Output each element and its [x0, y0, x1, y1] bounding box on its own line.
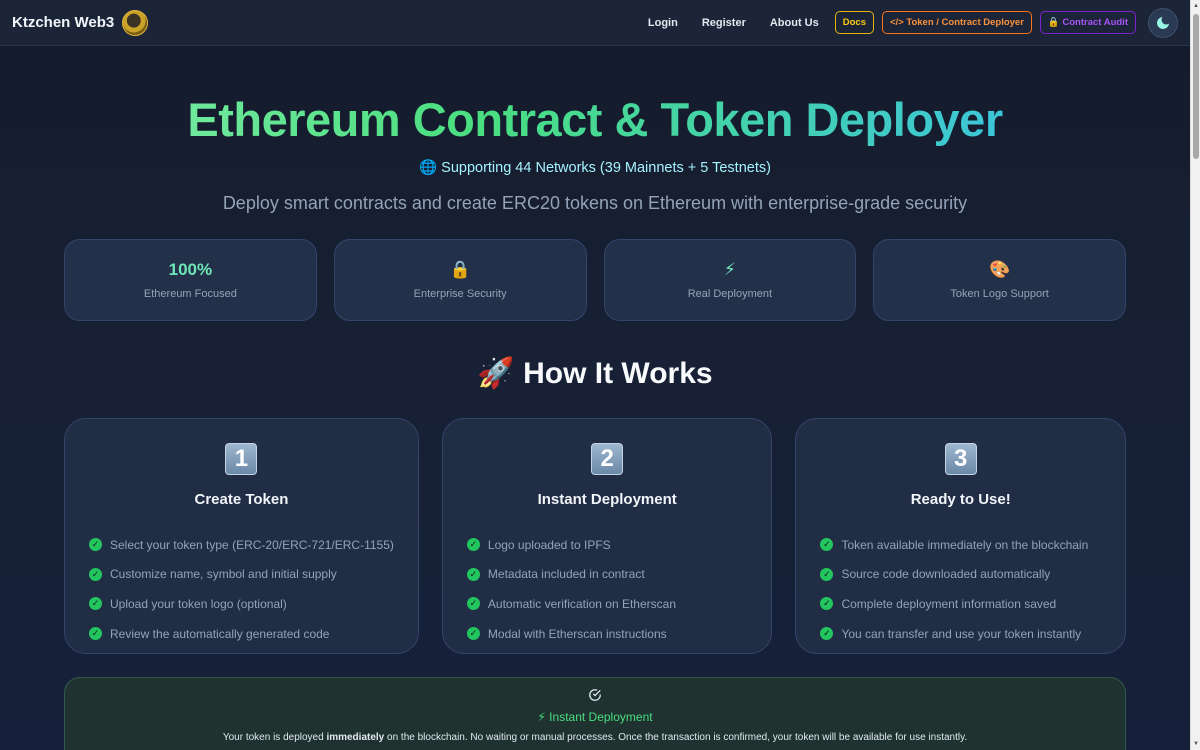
stat-label: Token Logo Support [950, 288, 1049, 300]
step-list: ✓ Logo uploaded to IPFS ✓ Metadata include… [466, 530, 748, 649]
check-circle-icon: ✓ [89, 597, 102, 611]
list-item: ✓ Upload your token logo (optional) [89, 589, 394, 619]
hero-subtitle: Deploy smart contracts and create ERC20 … [222, 193, 968, 213]
list-item-text: Automatic verification on Etherscan [487, 596, 676, 611]
list-item: ✓ Customize name, symbol and initial supp… [89, 560, 394, 590]
stat-label: Real Deployment [687, 288, 773, 300]
register-link[interactable]: Register [701, 16, 746, 29]
token-contract-deployer-button[interactable]: </> Token / Contract Deployer [881, 11, 1032, 34]
scrollbar-thumb[interactable] [1193, 14, 1199, 159]
list-item-text: Upload your token logo (optional) [110, 596, 287, 611]
notice-text: Your token is deployed immediately on th… [65, 732, 1125, 743]
list-item: ✓ Source code downloaded automatically [820, 560, 1101, 590]
list-item-text: Token available immediately on the block… [841, 537, 1089, 552]
check-circle-icon: ✓ [820, 597, 834, 611]
docs-button[interactable]: Docs [834, 11, 874, 34]
list-item-text: Complete deployment information saved [841, 596, 1057, 611]
notice-text-bold: immediately [326, 732, 385, 743]
step-title: Create Token [194, 491, 289, 508]
check-circle-icon: ✓ [820, 538, 834, 552]
step-title: Ready to Use! [910, 491, 1011, 508]
stat-card-token-logo-support: 🎨 Token Logo Support [873, 239, 1126, 321]
nav-links: Login Register About Us Docs </> Token /… [640, 11, 1136, 34]
keycap-three-icon: 3 [944, 443, 977, 475]
notice-title: ⚡ Instant Deployment [537, 710, 653, 724]
step-list: ✓ Token available immediately on the bloc… [820, 530, 1101, 648]
list-item: ✓ Automatic verification on Etherscan [466, 589, 748, 619]
page-title: Ethereum Contract & Token Deployer [0, 92, 1190, 147]
notice-text-end: on the blockchain. No waiting or manual … [384, 732, 968, 743]
step-title: Instant Deployment [537, 491, 677, 508]
list-item: ✓ Metadata included in contract [466, 560, 748, 590]
list-item-text: Customize name, symbol and initial suppl… [110, 567, 337, 582]
brand[interactable]: Ktzchen Web3 [12, 9, 149, 36]
check-circle-icon: ✓ [89, 627, 102, 641]
lock-icon: 🔒 [449, 260, 471, 279]
brand-name[interactable]: Ktzchen Web3 [12, 14, 115, 31]
lightning-icon: ⚡ [723, 260, 736, 279]
list-item-text: Metadata included in contract [487, 567, 645, 582]
feature-stats: 100% Ethereum Focused 🔒 Enterprise Secur… [64, 239, 1126, 321]
contract-audit-button[interactable]: 🔒 Contract Audit [1039, 11, 1136, 34]
list-item-text: Source code downloaded automatically [841, 567, 1051, 582]
page-scrollbar[interactable]: ▲ ▼ [1190, 0, 1200, 750]
list-item-text: Modal with Etherscan instructions [487, 626, 667, 641]
stat-card-real-deployment: ⚡ Real Deployment [603, 239, 857, 321]
stat-card-enterprise-security: 🔒 Enterprise Security [333, 239, 587, 321]
step-card-ready-to-use: 3 Ready to Use! ✓ Token available immedia… [795, 418, 1126, 654]
notice-text-start: Your token is deployed [222, 732, 327, 743]
list-item: ✓ Modal with Etherscan instructions [466, 619, 748, 649]
instant-deployment-notice: ⚡ Instant Deployment Your token is deplo… [64, 677, 1126, 750]
step-list: ✓ Select your token type (ERC-20/ERC-721/… [89, 530, 394, 648]
how-it-works-heading: 🚀 How It Works [477, 357, 713, 390]
stat-card-ethereum-focused: 100% Ethereum Focused [64, 239, 317, 321]
list-item: ✓ You can transfer and use your token ins… [820, 619, 1101, 649]
brand-logo-icon[interactable] [122, 9, 149, 36]
keycap-one-icon: 1 [225, 443, 258, 475]
step-card-instant-deployment: 2 Instant Deployment ✓ Logo uploaded to I… [441, 418, 773, 654]
stat-label: Enterprise Security [413, 288, 507, 300]
check-circle-icon: ✓ [466, 567, 480, 581]
check-circle-icon: ✓ [89, 538, 102, 552]
stat-label: Ethereum Focused [143, 288, 237, 300]
about-us-link[interactable]: About Us [769, 16, 819, 29]
list-item: ✓ Review the automatically generated code [89, 619, 394, 649]
scroll-down-arrow-icon[interactable]: ▼ [1193, 741, 1199, 747]
stat-value: 100% [168, 260, 213, 279]
check-circle-outline-icon [65, 688, 1125, 702]
check-circle-icon: ✓ [820, 567, 834, 581]
list-item: ✓ Logo uploaded to IPFS [466, 530, 748, 560]
top-navbar: Ktzchen Web3 Login Register About Us Doc… [0, 0, 1190, 46]
how-it-works-steps: 1 Create Token ✓ Select your token type (… [64, 418, 1126, 654]
list-item: ✓ Select your token type (ERC-20/ERC-721/… [89, 530, 394, 560]
scroll-up-arrow-icon[interactable]: ▲ [1193, 3, 1199, 9]
check-circle-icon: ✓ [89, 567, 102, 581]
step-card-create-token: 1 Create Token ✓ Select your token type (… [64, 418, 419, 654]
check-circle-icon: ✓ [466, 627, 480, 641]
keycap-two-icon: 2 [591, 443, 624, 475]
list-item-text: Select your token type (ERC-20/ERC-721/E… [110, 537, 394, 552]
list-item: ✓ Token available immediately on the bloc… [820, 530, 1101, 560]
check-circle-icon: ✓ [466, 597, 480, 611]
list-item-text: You can transfer and use your token inst… [841, 626, 1082, 641]
theme-toggle-button[interactable] [1148, 7, 1178, 38]
list-item: ✓ Complete deployment information saved [820, 589, 1101, 619]
list-item-text: Review the automatically generated code [110, 626, 330, 641]
palette-icon: 🎨 [989, 260, 1011, 279]
moon-icon [1157, 16, 1169, 29]
check-circle-icon: ✓ [820, 627, 834, 641]
check-circle-icon: ✓ [466, 538, 480, 552]
login-link[interactable]: Login [647, 16, 678, 29]
networks-supported-text: 🌐 Supporting 44 Networks (39 Mainnets + … [419, 160, 771, 176]
list-item-text: Logo uploaded to IPFS [487, 537, 611, 552]
